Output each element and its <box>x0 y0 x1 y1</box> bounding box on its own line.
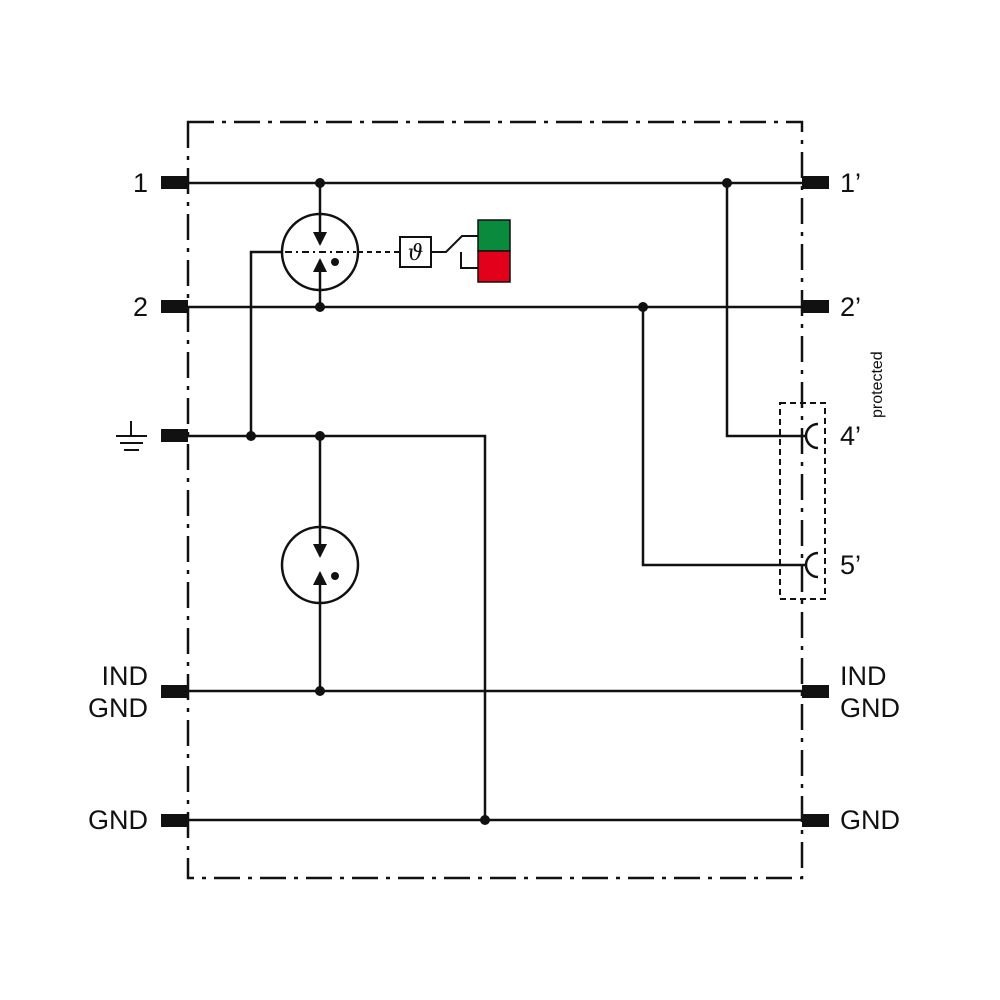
label-ind-right-line1: IND <box>840 661 887 691</box>
terminal-gnd-right <box>802 814 829 827</box>
wire-earth <box>188 434 487 820</box>
wire-gdt1-center-earth <box>249 250 285 436</box>
label-ind-right-line2: GND <box>840 693 900 723</box>
terminal-1-right <box>802 176 829 189</box>
terminal-2-right <box>802 300 829 313</box>
junction-dot <box>480 815 490 825</box>
label-terminal-5-right: 5’ <box>840 550 861 580</box>
label-gnd-left: GND <box>88 805 148 835</box>
terminal-earth-left <box>161 429 188 442</box>
socket-5-icon <box>804 551 819 579</box>
junction-dot <box>315 178 325 188</box>
junction-dot <box>315 431 325 441</box>
label-terminal-4-right: 4’ <box>840 421 861 451</box>
terminal-ind-gnd-right <box>802 685 829 698</box>
signal-contact-icon <box>431 235 478 269</box>
gas-discharge-tube-icon <box>280 212 360 292</box>
terminal-2-left <box>161 300 188 313</box>
device-enclosure <box>186 120 804 880</box>
label-gnd-right: GND <box>840 805 900 835</box>
protected-outputs-box <box>779 402 826 600</box>
terminal-ind-gnd-left <box>161 685 188 698</box>
label-ind-left-line2: GND <box>88 693 148 723</box>
wire-to-5 <box>641 307 806 567</box>
thermal-disconnector-icon: ϑ <box>399 236 432 268</box>
label-terminal-2-right: 2’ <box>840 292 861 322</box>
junction-dot <box>315 686 325 696</box>
label-terminal-2-left: 2 <box>133 292 148 322</box>
junction-dot <box>722 178 732 188</box>
label-terminal-1-right: 1’ <box>840 168 861 198</box>
terminal-gnd-left <box>161 814 188 827</box>
socket-4-icon <box>804 422 819 450</box>
terminal-1-left <box>161 176 188 189</box>
junction-dot <box>246 431 256 441</box>
wire-to-4 <box>725 183 806 438</box>
protected-label: protected <box>869 351 886 418</box>
ground-symbol-icon <box>116 421 147 451</box>
gas-discharge-tube-icon <box>280 525 360 605</box>
status-indicator-fault <box>477 250 511 283</box>
thermal-symbol-label: ϑ <box>408 241 424 266</box>
junction-dot <box>315 302 325 312</box>
label-ind-left-line1: IND <box>102 661 149 691</box>
status-indicator-ok <box>477 219 511 252</box>
junction-dot <box>638 302 648 312</box>
label-terminal-1-left: 1 <box>133 168 148 198</box>
